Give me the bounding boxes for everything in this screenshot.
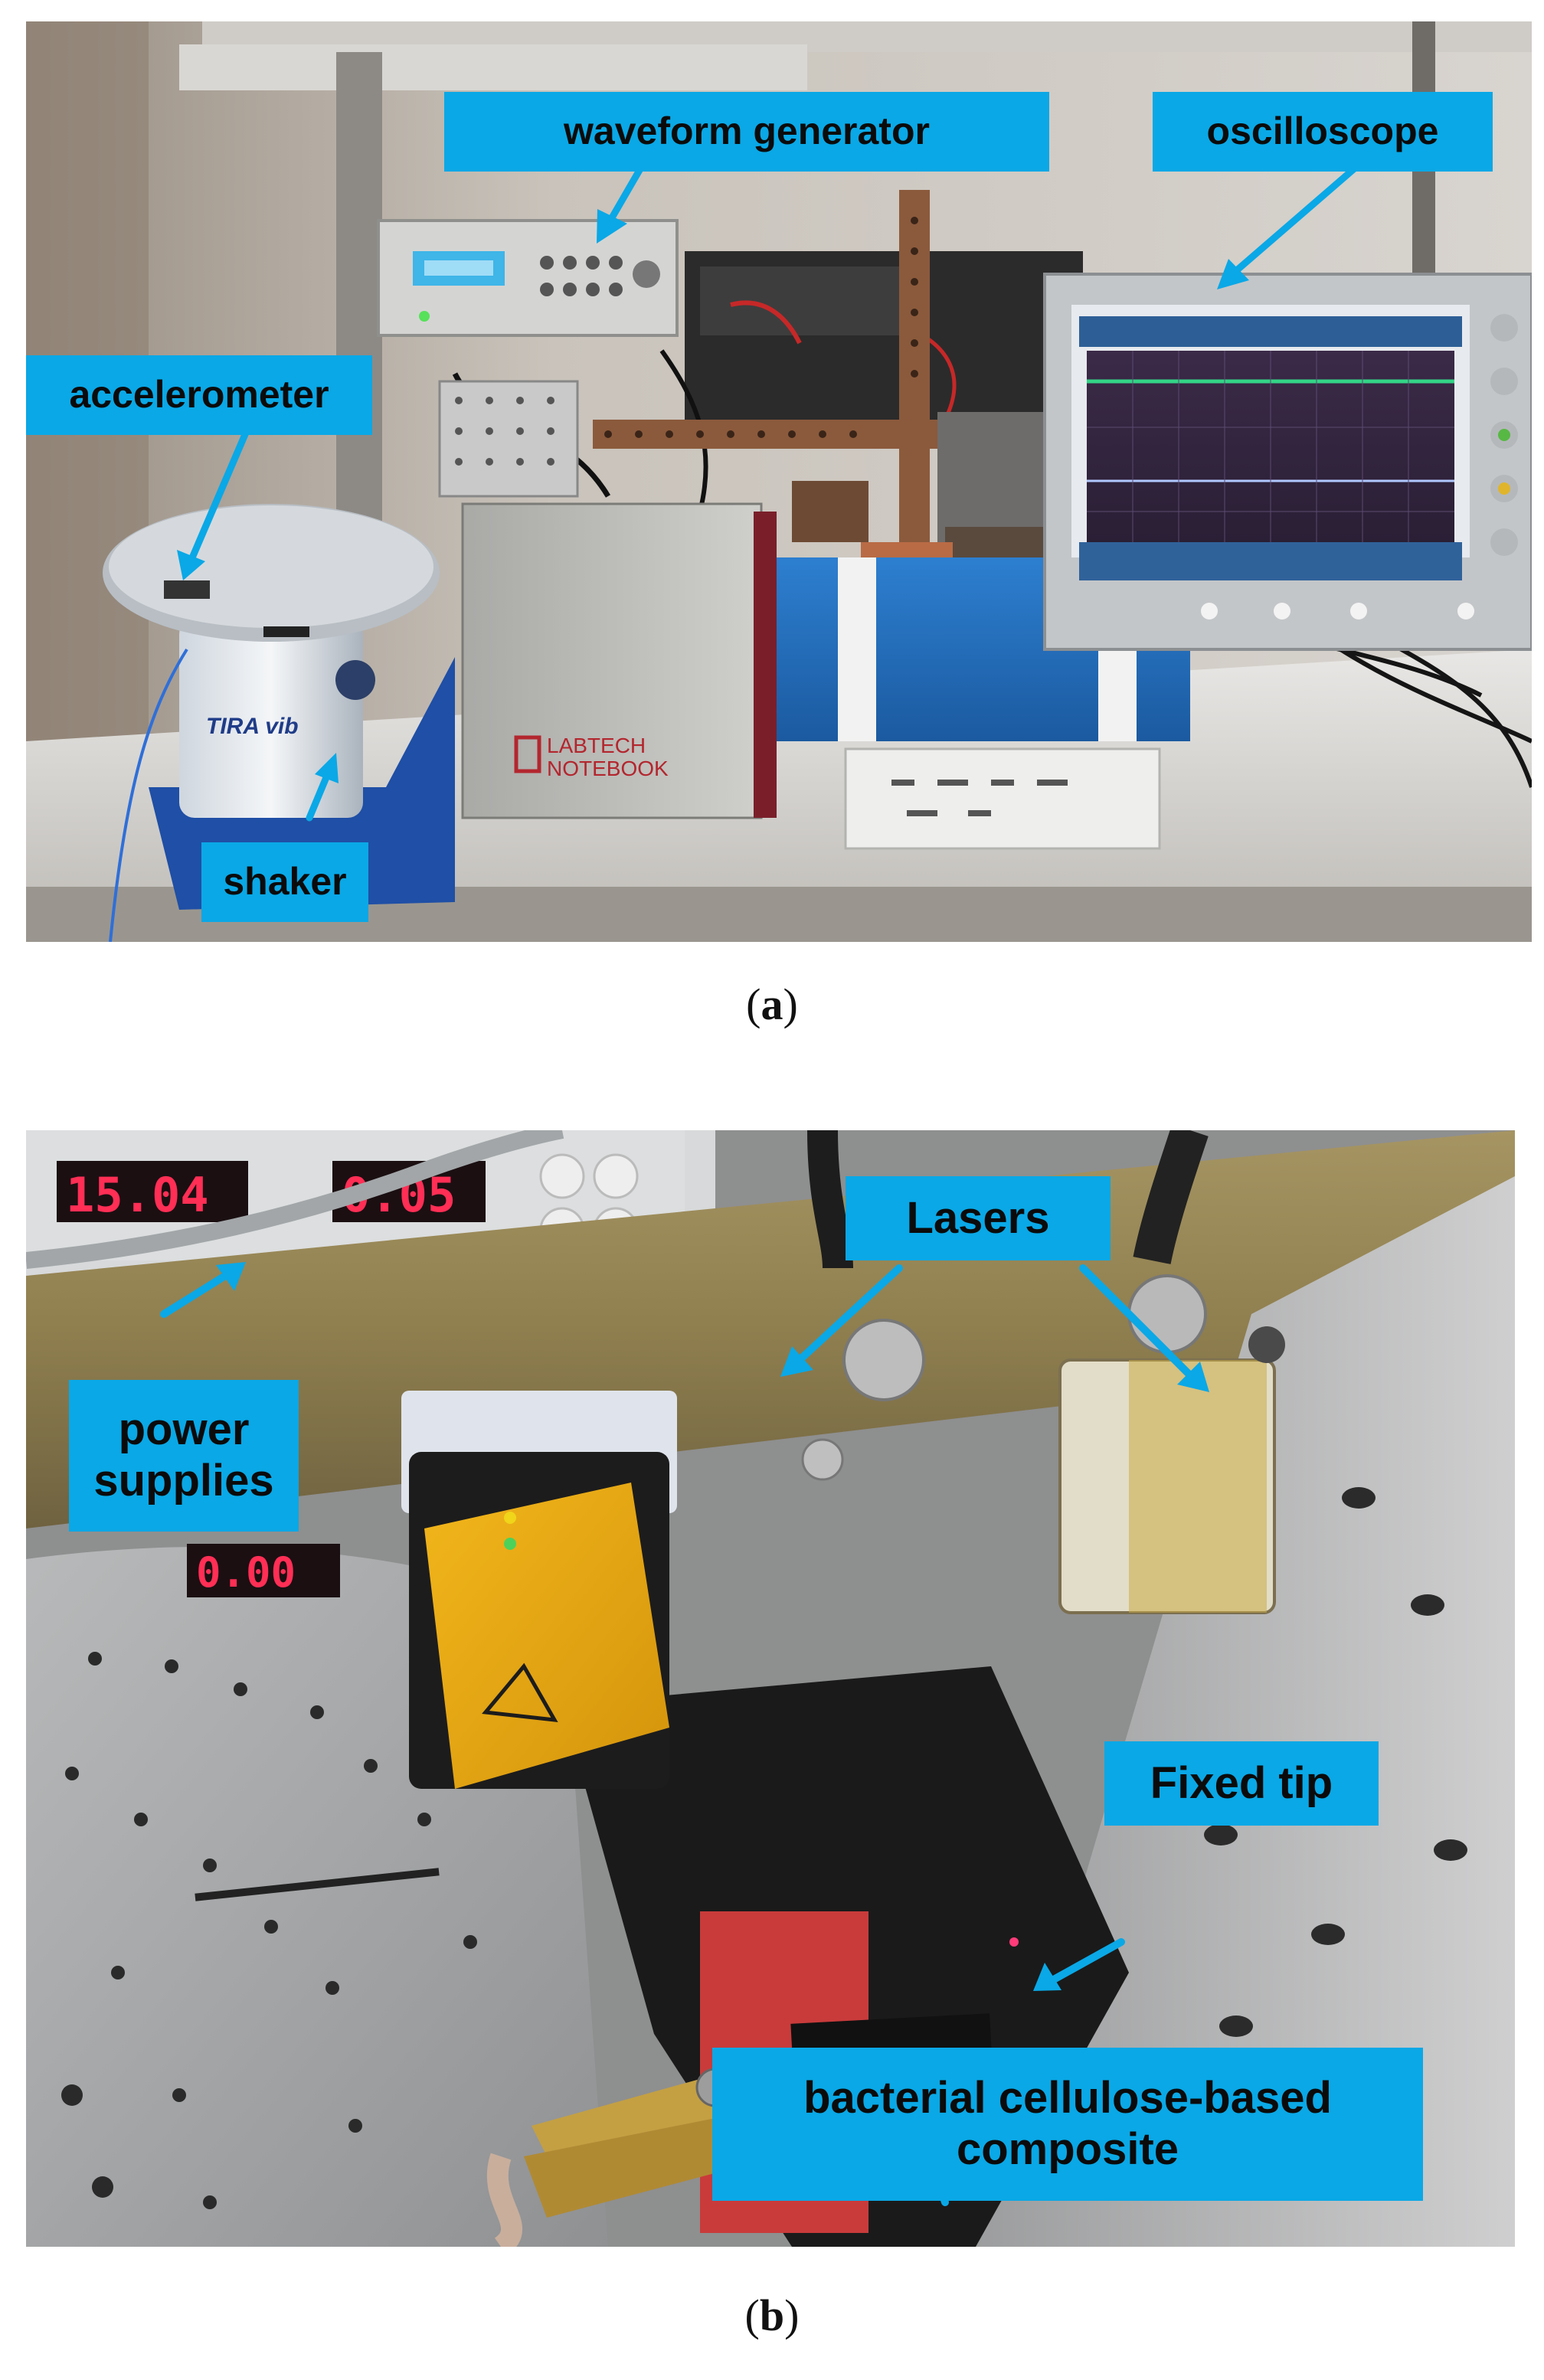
- annotation-arrows-a: [177, 148, 1378, 822]
- lab-setup-photo-a: TIRA vib LABTECH NOTEBOOK: [26, 21, 1532, 942]
- label-power-supplies: power supplies: [69, 1380, 299, 1532]
- label-shaker: shaker: [201, 842, 368, 922]
- logger-brand-line1: LABTECH: [547, 734, 646, 757]
- caption-a-letter: a: [761, 979, 783, 1029]
- label-oscilloscope: oscilloscope: [1153, 92, 1493, 172]
- caption-a: (a): [746, 979, 798, 1029]
- label-waveform-generator: waveform generator: [444, 92, 1049, 172]
- caption-b: (b): [744, 2290, 800, 2340]
- photo-panel-a: TIRA vib LABTECH NOTEBOOK: [26, 21, 1532, 942]
- label-composite: bacterial cellulose-based composite: [712, 2048, 1423, 2201]
- label-fixed-tip: Fixed tip: [1104, 1741, 1379, 1826]
- voltage-readout: 15.04: [66, 1167, 209, 1223]
- label-composite-line2: composite: [956, 2124, 1179, 2174]
- shaker-brand-text: TIRA vib: [206, 714, 299, 739]
- lower-readout: 0.00: [196, 1548, 296, 1597]
- label-lasers: Lasers: [846, 1176, 1111, 1260]
- caption-b-letter: b: [759, 2290, 785, 2340]
- label-accelerometer: accelerometer: [26, 355, 372, 435]
- label-composite-line1: bacterial cellulose-based: [803, 2073, 1332, 2123]
- label-power-supplies-line2: supplies: [93, 1456, 274, 1505]
- label-power-supplies-line1: power: [118, 1404, 250, 1455]
- logger-brand-line2: NOTEBOOK: [547, 757, 669, 780]
